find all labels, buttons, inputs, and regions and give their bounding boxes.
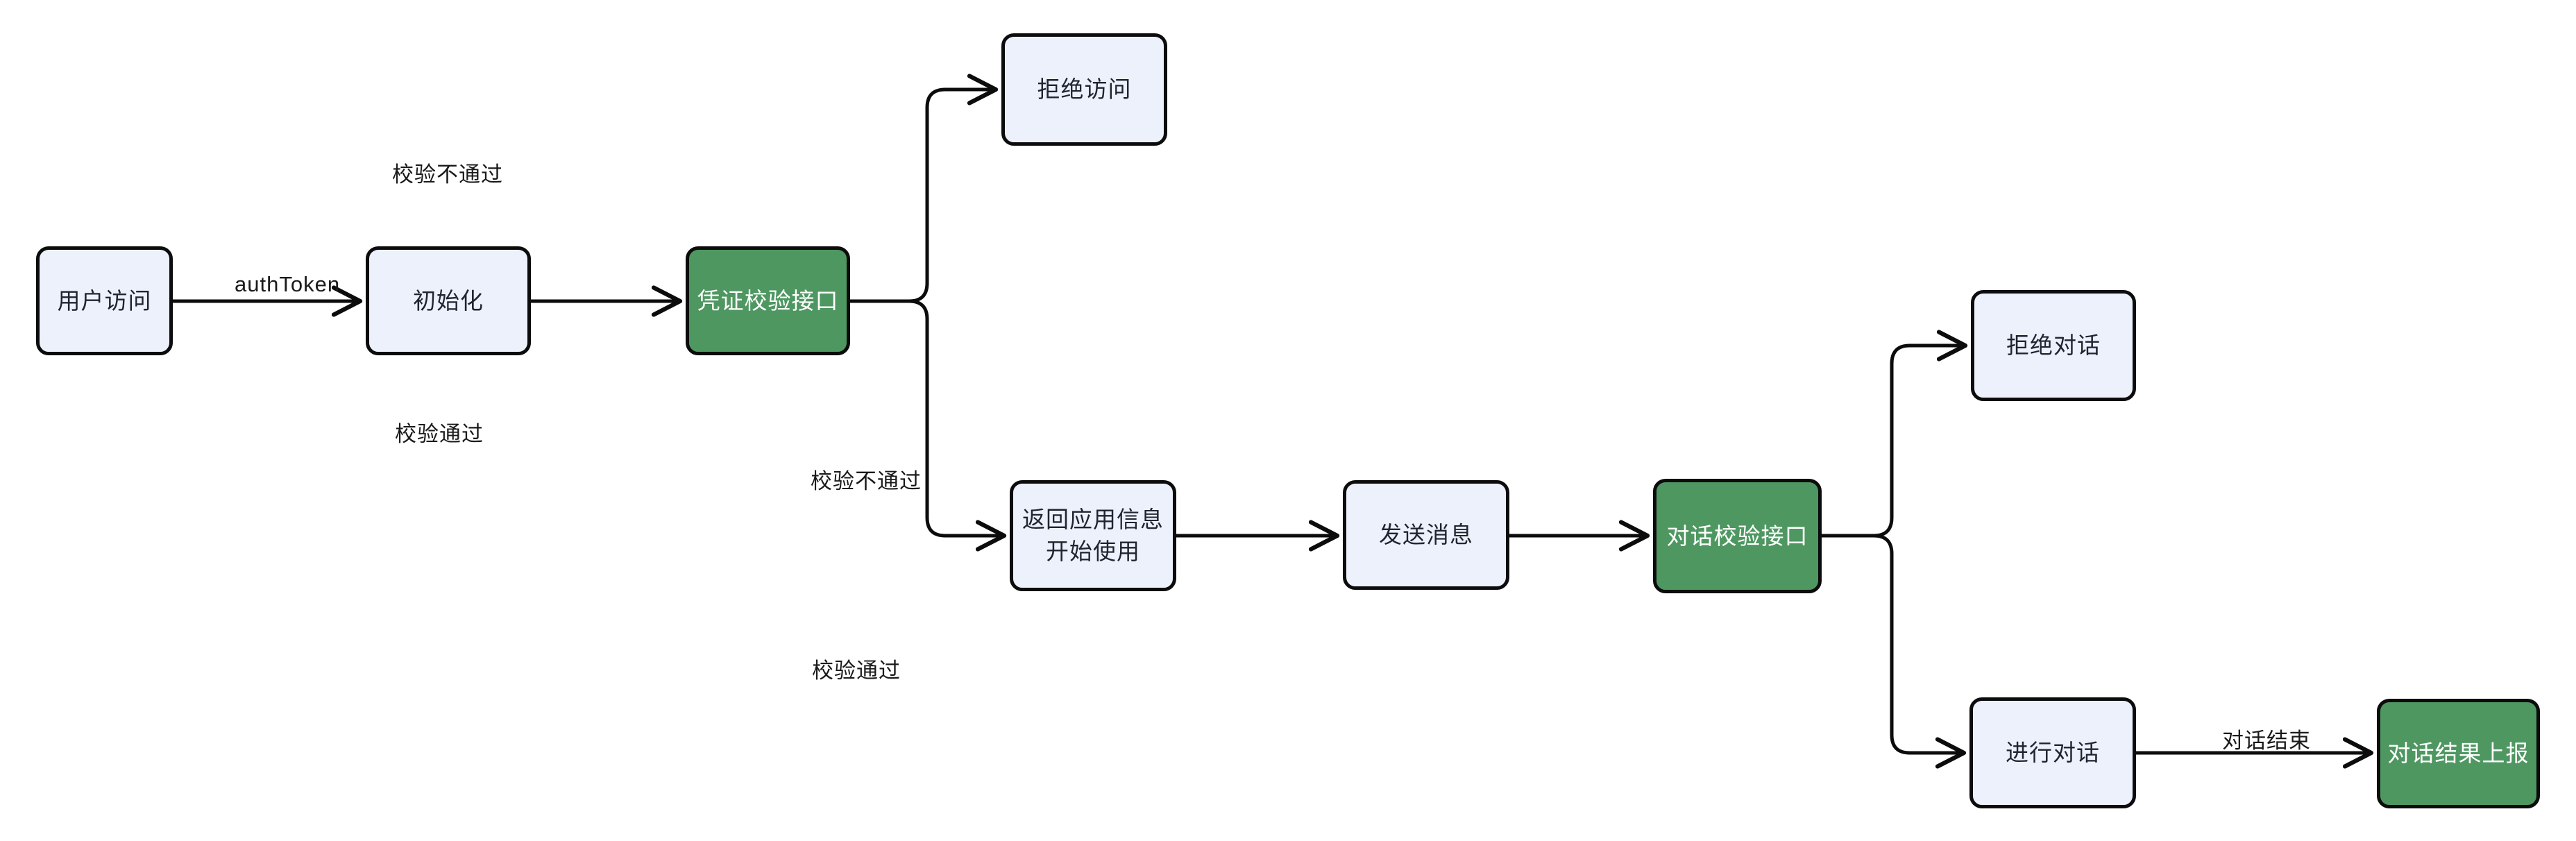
- node-credential-verify-api[interactable]: 凭证校验接口: [686, 246, 850, 355]
- edge-e-dialogapi-dodialog: [1820, 534, 1962, 753]
- edge-label-label-dialog-end: 对话结束: [2222, 729, 2311, 753]
- node-report-dialog-result[interactable]: 对话结果上报: [2377, 699, 2540, 808]
- node-send-message[interactable]: 发送消息: [1343, 480, 1509, 590]
- node-init[interactable]: 初始化: [366, 246, 531, 355]
- edge-label-label-credential-fail: 校验不通过: [392, 162, 503, 187]
- edge-e-dialogapi-denydialog: [1820, 346, 1963, 538]
- node-return-app-info[interactable]: 返回应用信息 开始使用: [1010, 480, 1176, 591]
- edge-label-label-authtoken: authToken: [235, 272, 341, 296]
- edge-label-label-credential-pass: 校验通过: [395, 422, 484, 446]
- edge-label-label-dialog-fail: 校验不通过: [811, 469, 922, 493]
- node-do-dialog[interactable]: 进行对话: [1969, 697, 2136, 808]
- node-deny-dialog[interactable]: 拒绝对话: [1971, 290, 2136, 401]
- edge-label-label-dialog-pass: 校验通过: [812, 659, 901, 683]
- edge-e-credential-return: [848, 299, 1002, 536]
- node-user-access[interactable]: 用户访问: [36, 246, 173, 355]
- edge-e-credential-deny: [848, 90, 994, 303]
- node-deny-access[interactable]: 拒绝访问: [1001, 33, 1167, 146]
- node-dialog-verify-api[interactable]: 对话校验接口: [1653, 479, 1822, 593]
- edge-path-group: [171, 90, 2369, 753]
